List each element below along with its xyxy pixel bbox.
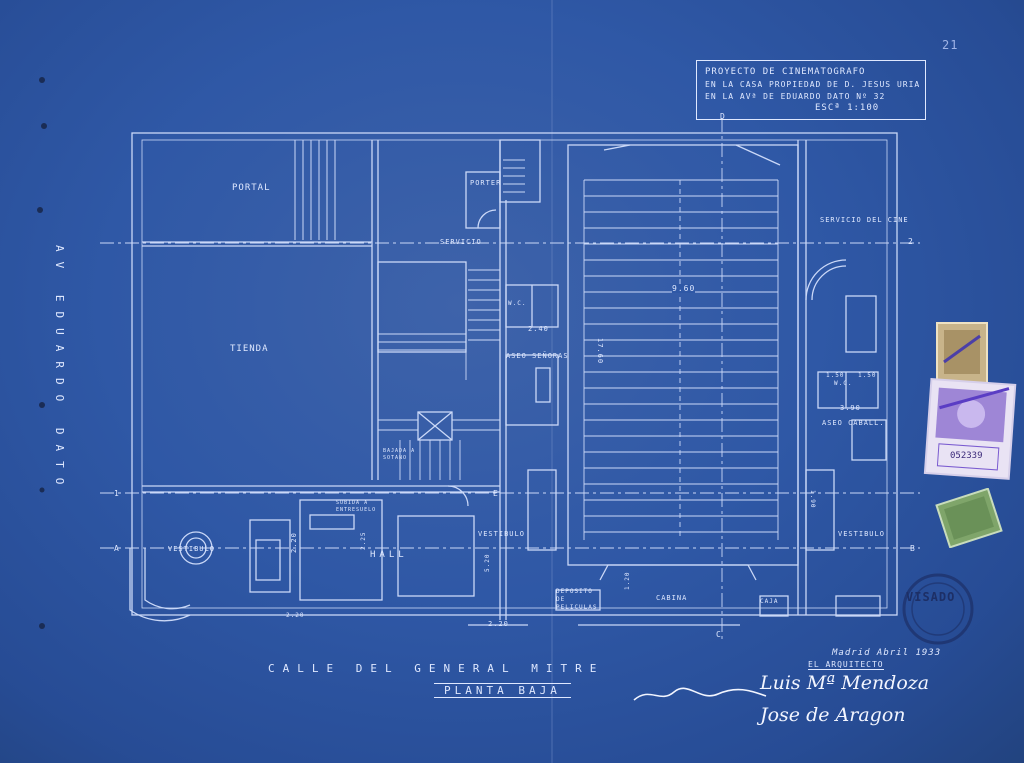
tax-stamp-purple xyxy=(923,378,1017,480)
signature-2-text: Jose de Aragon xyxy=(760,704,906,726)
room-deposito: DEPOSITO DE PELICULAS xyxy=(556,588,598,611)
dim-390: 3.90 xyxy=(840,404,861,412)
axis-label-a: A xyxy=(114,544,120,553)
room-servicio: SERVICIO xyxy=(440,238,482,246)
room-tienda: TIENDA xyxy=(230,344,269,354)
dim-240: 2.40 xyxy=(528,325,549,333)
title-line-2: EN LA CASA PROPIEDAD DE D. JESUS URIA xyxy=(705,80,921,89)
room-vestibulo-right: VESTIBULO xyxy=(838,530,885,538)
room-aseo-caballeros: ASEO CABALL. xyxy=(822,419,885,427)
dim-120: 1.20 xyxy=(624,571,631,590)
scale-label: ESCª 1:100 xyxy=(815,103,880,113)
sheet-number: 21 xyxy=(942,38,959,52)
dim-150-a: 1.50 xyxy=(826,372,845,379)
date-line: Madrid Abril 1933 xyxy=(832,648,942,658)
signature-2: Jose de Aragon xyxy=(760,704,906,726)
stamp-number: 052339 xyxy=(950,451,983,461)
binding-holes xyxy=(37,77,47,629)
dim-220: 2.20 xyxy=(290,532,298,553)
tax-stamp-green xyxy=(935,488,1003,548)
dim-220-bottom: 2.20 xyxy=(488,620,509,628)
axis-label-b: B xyxy=(910,544,916,553)
signature-1: Luis Mª Mendoza xyxy=(760,672,929,694)
bottom-street-label: CALLE DEL GENERAL MITRE xyxy=(268,662,605,675)
room-portero: PORTER xyxy=(470,179,502,187)
dim-150-b: 1.50 xyxy=(858,372,877,379)
room-aseo-senoras: ASEO SEÑORAS xyxy=(506,352,569,360)
title-line-3: EN LA AVª DE EDUARDO DATO Nº 32 xyxy=(705,92,886,101)
label-caja: CAJA xyxy=(760,598,779,605)
dim-190: 1.90 xyxy=(809,490,816,509)
dim-220-left: 2.20 xyxy=(286,612,305,619)
room-portal: PORTAL xyxy=(232,183,271,193)
room-vestibulo-left: VESTIBULO xyxy=(168,545,215,553)
plan-title: PLANTA BAJA xyxy=(434,683,571,698)
axis-label-d: D xyxy=(720,112,726,121)
dim-hall-length: 17.60 xyxy=(596,338,604,365)
dim-hall-width: 9.60 xyxy=(672,284,696,293)
architect-label: EL ARQUITECTO xyxy=(808,660,884,670)
label-wc-1: W.C. xyxy=(508,300,527,307)
dim-520: 5.20 xyxy=(484,553,491,572)
room-vestibulo-mid: VESTIBULO xyxy=(478,530,525,538)
title-line-1: PROYECTO DE CINEMATOGRAFO xyxy=(705,67,866,77)
room-cabina: CABINA xyxy=(656,594,688,602)
signature-1-text: Luis Mª Mendoza xyxy=(760,672,930,694)
tax-stamp-tan xyxy=(936,322,988,384)
dim-225: 2.25 xyxy=(360,531,367,550)
visado-label: VISADO xyxy=(906,590,956,604)
room-servicio-cine: SERVICIO DEL CINE xyxy=(820,216,909,224)
axis-label-e: E xyxy=(493,489,499,498)
title-block: PROYECTO DE CINEMATOGRAFO EN LA CASA PRO… xyxy=(696,60,926,120)
label-bajada: BAJADA A SOTANO xyxy=(383,448,416,461)
visado-seal xyxy=(902,573,974,645)
axis-label-c: C xyxy=(716,630,722,639)
axis-label-1: 1 xyxy=(114,489,120,498)
signature-scribble xyxy=(633,687,767,701)
label-wc-2: W.C. xyxy=(834,380,853,387)
room-hall: HALL xyxy=(370,550,408,560)
axis-label-2: 2 xyxy=(908,237,914,246)
label-subida: SUBIDA A ENTRESUELO xyxy=(336,500,377,513)
